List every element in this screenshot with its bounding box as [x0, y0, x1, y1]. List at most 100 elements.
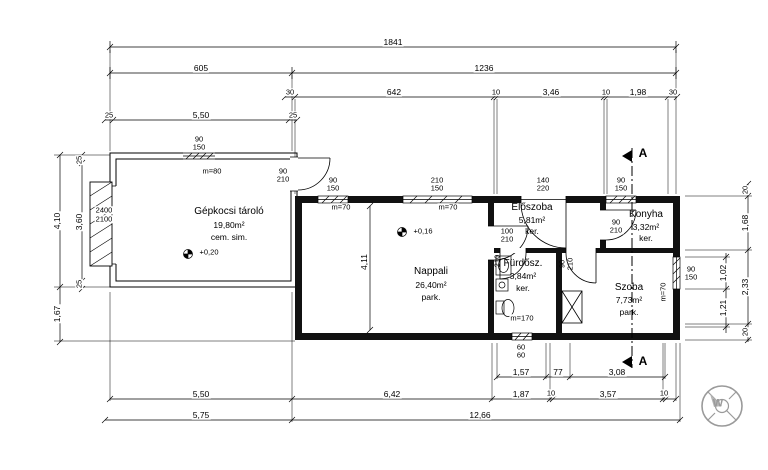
wall-openings: [317, 195, 681, 341]
dim-top3-6: 1,98: [628, 86, 648, 97]
garage-gate-width: 2400: [94, 205, 114, 215]
section-marker-a-top: A: [638, 146, 648, 160]
kitchen-door-height: 210: [608, 225, 624, 235]
garage-window-height: 150: [191, 142, 207, 152]
room-area-hall: 5,81m²: [518, 214, 546, 225]
sill-bath-window: m=170: [509, 313, 535, 323]
bath-window-width: 60: [515, 342, 527, 352]
sill-window1: m=70: [330, 202, 352, 212]
door-swings: [488, 196, 637, 284]
kitchen-door-width: 90: [610, 217, 622, 227]
dim-right-168: 1,68: [739, 213, 750, 233]
bedroom-window-width: 90: [685, 264, 697, 274]
dimension-lines: [56, 41, 752, 424]
garage-side-door-width: 90: [277, 166, 289, 176]
room-area-living: 26,40m²: [415, 279, 447, 290]
sill-window2: m=70: [437, 202, 459, 212]
dim-right-233: 2,33: [739, 277, 750, 297]
level-marker-garage: [183, 249, 193, 259]
dim-top4-2: 5,50: [191, 109, 211, 120]
chimney: [561, 290, 583, 324]
window1-width: 90: [327, 175, 339, 185]
level-living-label: +0,16: [413, 226, 433, 236]
room-finish-bedroom: park.: [619, 306, 639, 317]
garage-window-width: 90: [193, 134, 205, 144]
dim-left-410: 4,10: [51, 211, 62, 231]
hall-door-height-note: 210: [492, 254, 502, 268]
bathroom-fixtures: [495, 255, 515, 317]
dim-top3-7: 30: [667, 87, 679, 97]
room-area-kitchen: 3,32m²: [632, 221, 660, 232]
window2-height: 150: [429, 183, 445, 193]
kitchen-window-width: 90: [615, 175, 627, 185]
entry-door-height: 220: [535, 183, 551, 193]
garage-side-door-height: 210: [275, 174, 291, 184]
dim-bot2-4: 10: [545, 388, 557, 398]
dim-right-102: 1,02: [717, 263, 728, 283]
sill-bedroom-window: m=70: [658, 282, 668, 302]
dim-top2-2: 1236: [473, 62, 495, 73]
dim-bot1-3: 3,08: [607, 366, 627, 377]
dim-bot2-2: 6,42: [382, 388, 402, 399]
house-walls: [295, 196, 680, 340]
dim-left-25b: 25: [74, 278, 84, 290]
dim-left-167: 1,67: [51, 304, 62, 324]
room-finish-living: park.: [421, 291, 441, 302]
dim-total: 1841: [382, 36, 404, 47]
dim-top4-3: 25: [287, 110, 299, 120]
dim-right-20b: 20: [740, 326, 750, 338]
window1-height: 150: [325, 183, 341, 193]
dim-top4-1: 25: [103, 110, 115, 120]
room-finish-bath: ker.: [516, 282, 530, 293]
dim-top2-1: 605: [192, 62, 210, 73]
dim-bot2-3: 1,87: [511, 388, 531, 399]
hall-door-height: 210: [499, 234, 515, 244]
compass-logo-icon: [701, 385, 743, 427]
room-finish-hall: ker.: [525, 225, 539, 236]
level-marker-living: [397, 227, 407, 237]
garage-side-door: [290, 156, 331, 192]
bedroom-window-height: 150: [683, 272, 699, 282]
kitchen-window-height: 150: [613, 183, 629, 193]
room-area-garage: 19,80m²: [213, 219, 245, 230]
dim-top3-4: 3,46: [541, 86, 561, 97]
dim-left-25a: 25: [74, 154, 84, 166]
dim-bot2-1: 5,50: [191, 388, 211, 399]
room-name-bedroom: Szoba: [614, 282, 644, 293]
room-finish-kitchen: ker.: [639, 232, 653, 243]
bedroom-door-height: 210: [565, 257, 575, 271]
logo-letter: W: [712, 397, 724, 410]
room-area-bedroom: 7,73m²: [615, 294, 643, 305]
dim-top3-1: 30: [284, 87, 296, 97]
dim-right-20a: 20: [740, 184, 750, 196]
dim-top3-5: 10: [600, 87, 612, 97]
section-marker-a-bottom: A: [638, 354, 648, 368]
dim-bot2-6: 10: [658, 388, 670, 398]
garage-gate-height: 2100: [94, 214, 114, 224]
room-name-hall: Előszoba: [511, 202, 553, 213]
living-depth-label: 4,11: [358, 254, 369, 270]
bath-window-height: 60: [515, 350, 527, 360]
dim-top3-3: 10: [490, 87, 502, 97]
dim-left-360: 3,60: [73, 212, 84, 232]
sill-garage-window: m=80: [201, 166, 223, 176]
entry-door-width: 140: [535, 175, 551, 185]
dim-bot1-1: 1,57: [511, 366, 531, 377]
dim-right-121: 1,21: [717, 298, 728, 318]
section-line-a: [622, 148, 633, 368]
room-name-living: Nappali: [414, 266, 448, 277]
window2-width: 210: [429, 175, 445, 185]
hall-door-width: 100: [499, 226, 515, 236]
garage-window: [183, 150, 215, 161]
room-name-kitchen: Konyha: [629, 209, 663, 220]
room-area-bath: 3,84m²: [509, 270, 537, 281]
room-finish-garage: cem. sim.: [210, 231, 248, 242]
dim-bot2-5: 3,57: [598, 388, 618, 399]
room-name-garage: Gépkocsi tároló: [194, 206, 264, 217]
living-depth-dimension: [366, 202, 374, 334]
garage-gate: [89, 181, 118, 267]
dim-top3-2: 642: [385, 86, 403, 97]
room-name-bath: Fürdősz.: [503, 258, 543, 269]
